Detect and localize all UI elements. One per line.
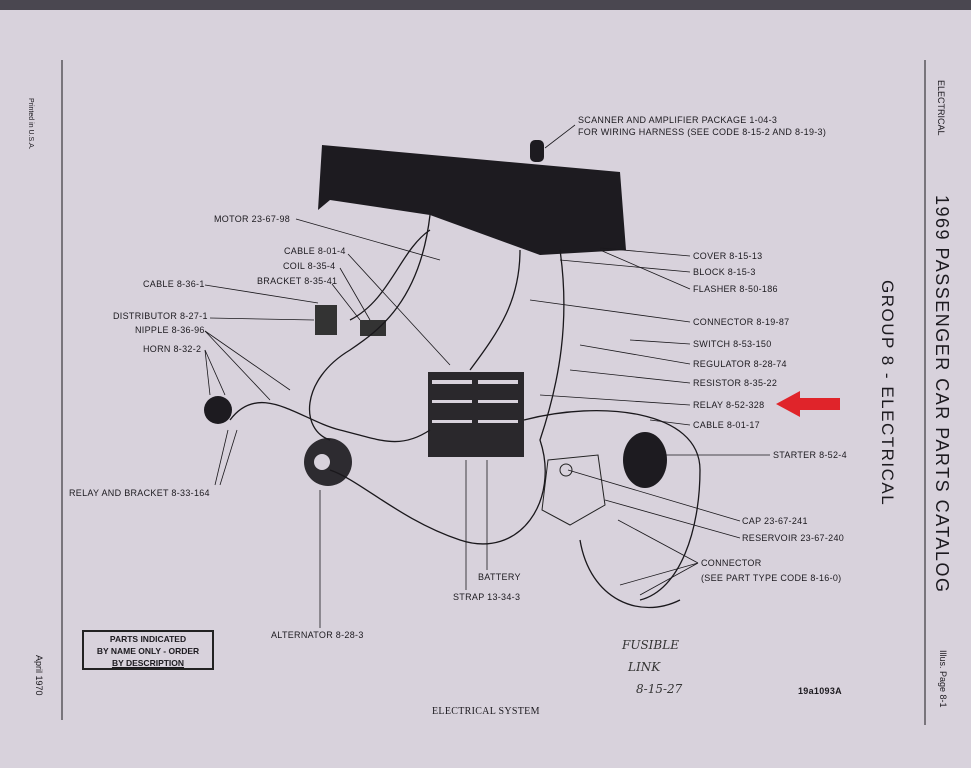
- catalog-title: 1969 PASSENGER CAR PARTS CATALOG: [932, 195, 952, 594]
- illus-page: Illus. Page 8-1: [938, 650, 948, 708]
- part-label: BRACKET 8-35-41: [257, 276, 338, 286]
- battery-label: BATTERY: [478, 572, 521, 582]
- reservoir: [541, 454, 606, 526]
- dash-panel: [318, 140, 626, 255]
- part-label: CONNECTOR 8-19-87: [693, 317, 790, 327]
- alternator-label: ALTERNATOR 8-28-3: [271, 630, 364, 640]
- part-label: SWITCH 8-53-150: [693, 339, 772, 349]
- starter: [623, 432, 667, 488]
- photo-top-edge: [0, 0, 971, 10]
- part-label: CABLE 8-01-17: [693, 420, 760, 430]
- part-label: CAP 23-67-241: [742, 516, 808, 526]
- part-label: CABLE 8-01-4: [284, 246, 346, 256]
- illustration-number: 19a1093A: [798, 686, 842, 696]
- section-label: ELECTRICAL: [936, 80, 946, 136]
- part-label: RESERVOIR 23-67-240: [742, 533, 845, 543]
- scanner-note-line1: SCANNER AND AMPLIFIER PACKAGE 1-04-3: [578, 115, 778, 125]
- part-label: STARTER 8-52-4: [773, 450, 847, 460]
- distributor: [315, 305, 386, 336]
- part-label: BLOCK 8-15-3: [693, 267, 756, 277]
- connector-note: (SEE PART TYPE CODE 8-16-0): [701, 573, 842, 583]
- part-label: CABLE 8-36-1: [143, 279, 205, 289]
- wiring-harness: [229, 214, 701, 609]
- part-label: FLASHER 8-50-186: [693, 284, 778, 294]
- stamp-line: PARTS INDICATED: [109, 634, 187, 644]
- parts-indicated-stamp: PARTS INDICATED BY NAME ONLY - ORDER BY …: [82, 630, 214, 670]
- part-label: NIPPLE 8-36-96: [135, 325, 205, 335]
- horn: [204, 396, 232, 424]
- leader-lines: [204, 124, 770, 628]
- battery: [428, 372, 524, 457]
- stamp-line: BY NAME ONLY - ORDER: [96, 646, 200, 656]
- part-label: DISTRIBUTOR 8-27-1: [113, 311, 208, 321]
- part-label: REGULATOR 8-28-74: [693, 359, 787, 369]
- group-title: GROUP 8 - ELECTRICAL: [878, 280, 897, 507]
- part-label: COIL 8-35-4: [283, 261, 336, 271]
- part-label-relay: RELAY 8-52-328: [693, 400, 765, 410]
- print-date: April 1970: [34, 655, 44, 696]
- diagram-caption: ELECTRICAL SYSTEM: [432, 706, 540, 717]
- part-label: RELAY AND BRACKET 8-33-164: [69, 488, 210, 498]
- alternator: [304, 438, 352, 486]
- printed-in-usa: Printed in U.S.A.: [27, 98, 34, 150]
- red-arrow-icon: [776, 391, 840, 417]
- part-label: HORN 8-32-2: [143, 344, 202, 354]
- part-label: MOTOR 23-67-98: [214, 214, 291, 224]
- handwritten-note: 8-15-27: [636, 682, 683, 696]
- stamp-line: BY DESCRIPTION: [111, 658, 185, 668]
- part-label: COVER 8-15-13: [693, 251, 763, 261]
- connector-label: CONNECTOR: [701, 558, 762, 568]
- part-label: RESISTOR 8-35-22: [693, 378, 778, 388]
- handwritten-note: FUSIBLE: [622, 638, 679, 652]
- strap-label: STRAP 13-34-3: [453, 592, 521, 602]
- handwritten-note: LINK: [628, 660, 661, 674]
- scanner-note-line2: FOR WIRING HARNESS (SEE CODE 8-15-2 AND …: [578, 127, 827, 137]
